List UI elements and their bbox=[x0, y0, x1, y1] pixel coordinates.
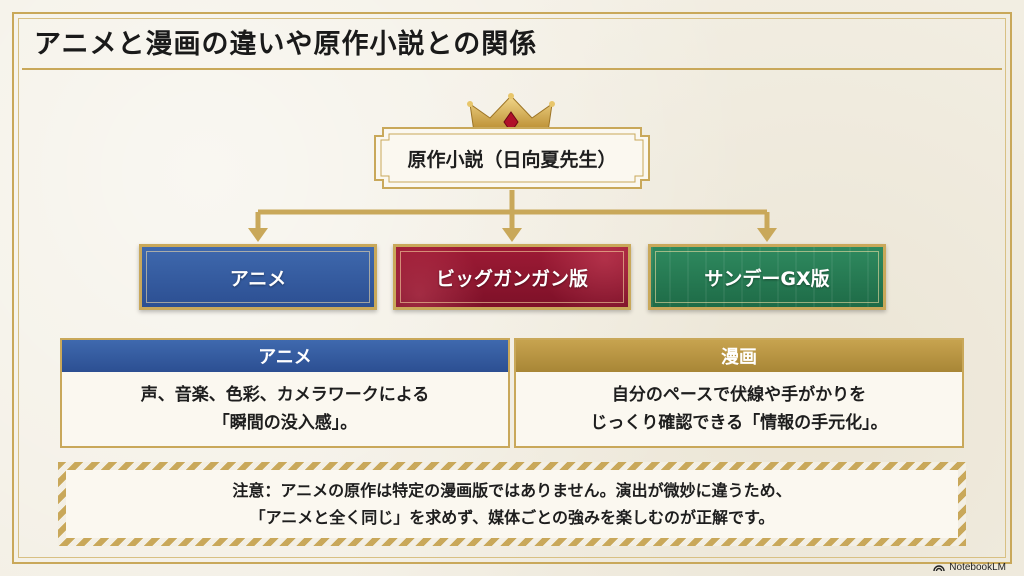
anime-panel-line-2: 「瞬間の没入感」。 bbox=[212, 413, 358, 433]
anime-comparison-panel: アニメ 声、音楽、色彩、カメラワークによる 「瞬間の没入感」。 bbox=[60, 338, 510, 448]
media-sunday-gx: サンデーGX版 bbox=[648, 244, 886, 310]
source-frame bbox=[374, 127, 650, 189]
inner-frame bbox=[18, 18, 1006, 558]
page-title: アニメと漫画の違いや原作小説との関係 bbox=[34, 29, 538, 60]
source-novel-label: 原作小説（日向夏先生） bbox=[407, 148, 617, 171]
note-line-1: 注意：アニメの原作は特定の漫画版ではありません。演出が微妙に違うため、 bbox=[232, 481, 792, 500]
note-box: 注意：アニメの原作は特定の漫画版ではありません。演出が微妙に違うため、 「アニメ… bbox=[58, 462, 966, 546]
manga-panel-line-2: じっくり確認できる「情報の手元化」。 bbox=[590, 413, 888, 433]
outer-frame bbox=[12, 12, 1012, 564]
anime-panel-line-1: 声、音楽、色彩、カメラワークによる bbox=[140, 385, 430, 405]
media-big-gangan-label: ビッグガンガン版 bbox=[435, 267, 588, 290]
media-big-gangan: ビッグガンガン版 bbox=[393, 244, 631, 310]
manga-comparison-panel: 漫画 自分のペースで伏線や手がかりを じっくり確認できる「情報の手元化」。 bbox=[514, 338, 964, 448]
manga-panel-header: 漫画 bbox=[516, 340, 962, 372]
anime-panel-header: アニメ bbox=[62, 340, 508, 372]
notebooklm-logo-icon bbox=[933, 565, 945, 572]
brand-label: NotebookLM bbox=[949, 562, 1006, 573]
note-line-2: 「アニメと全く同じ」を求めず、媒体ごとの強みを楽しむのが正解です。 bbox=[249, 508, 775, 527]
arrowhead-left bbox=[248, 228, 268, 242]
manga-panel-body: 自分のペースで伏線や手がかりを じっくり確認できる「情報の手元化」。 bbox=[516, 372, 962, 446]
media-anime-label: アニメ bbox=[229, 267, 287, 290]
manga-panel-line-1: 自分のペースで伏線や手がかりを bbox=[611, 385, 867, 405]
media-sunday-gx-label: サンデーGX版 bbox=[704, 267, 830, 290]
arrowhead-right bbox=[757, 228, 777, 242]
media-anime: アニメ bbox=[139, 244, 377, 310]
title-divider bbox=[22, 68, 1002, 70]
anime-panel-body: 声、音楽、色彩、カメラワークによる 「瞬間の没入感」。 bbox=[62, 372, 508, 446]
source-novel-box: 原作小説（日向夏先生） bbox=[373, 126, 651, 190]
brand-watermark: NotebookLM bbox=[933, 562, 1006, 573]
arrowhead-center bbox=[502, 228, 522, 242]
